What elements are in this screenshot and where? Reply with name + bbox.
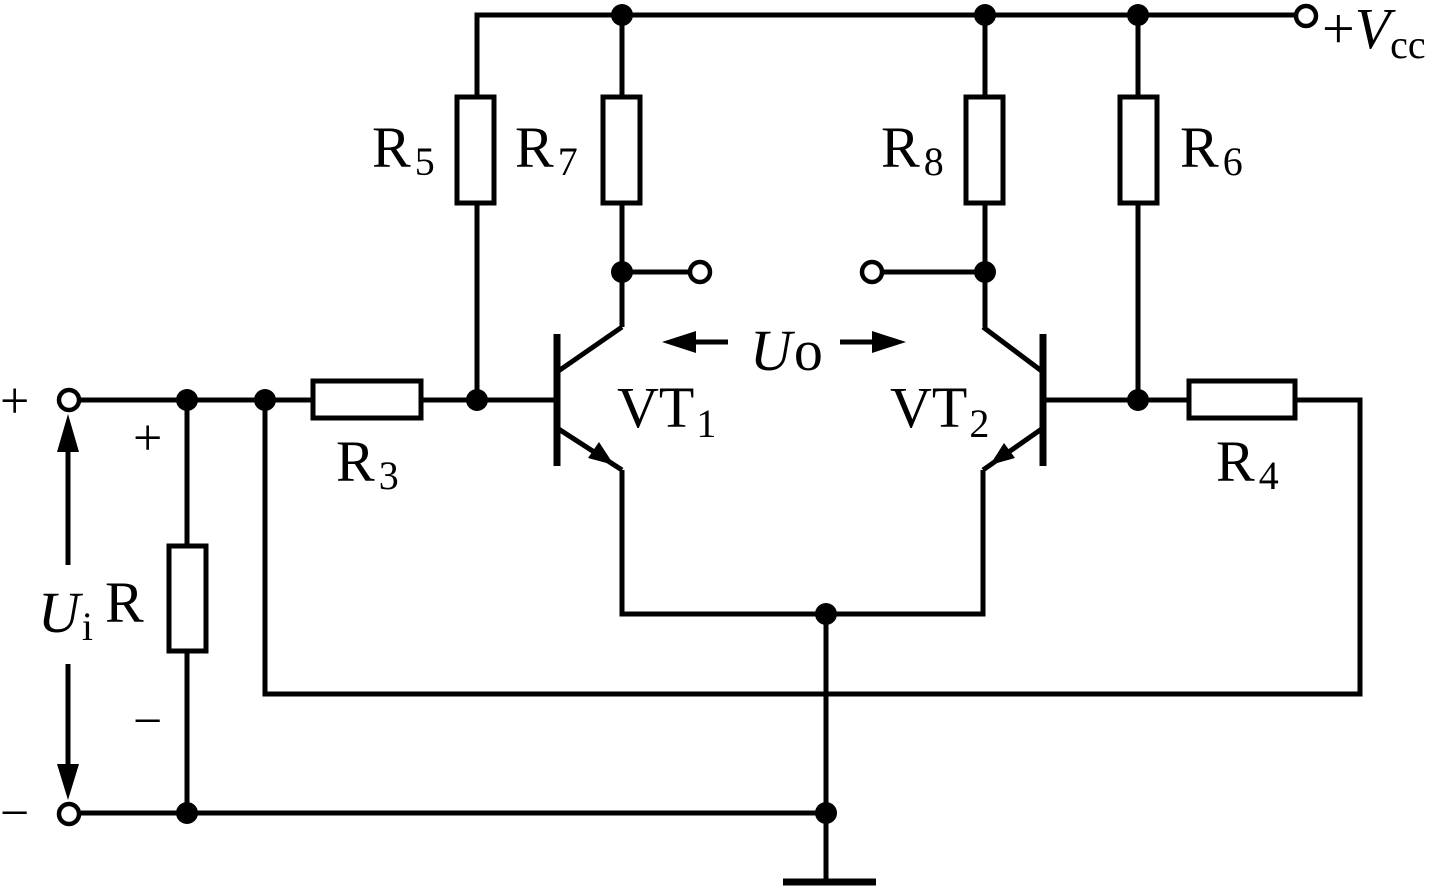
resistor-r	[166, 543, 209, 654]
uo-arrows	[662, 331, 906, 353]
resistor-r6	[1117, 94, 1160, 206]
junction-dot	[815, 603, 837, 625]
vt2-label: VT2	[890, 375, 989, 446]
junction-dot	[1127, 389, 1149, 411]
resistor-r5	[454, 94, 497, 206]
resistor-r8	[963, 94, 1006, 206]
ui-arrows	[57, 414, 79, 800]
terminals	[56, 3, 1319, 827]
input-voltage-label: Ui	[38, 580, 93, 649]
resistor-r4	[1186, 378, 1298, 421]
junction-dot	[611, 4, 633, 26]
resistor-r7	[600, 94, 643, 206]
output-terminal-1	[687, 259, 713, 285]
junction-dot	[254, 389, 276, 411]
r-label: R	[105, 570, 144, 635]
ui-up-arrow-head	[57, 414, 79, 452]
vt2-collector	[981, 325, 1045, 374]
junctions	[176, 4, 1149, 824]
vcc-terminal	[1293, 3, 1319, 29]
r-plus-sign: +	[133, 410, 162, 467]
vcc-label: +Vcc	[1322, 0, 1426, 67]
r-minus-sign: −	[133, 693, 162, 750]
junction-dot	[466, 389, 488, 411]
junction-dot	[815, 802, 837, 824]
vt1-label: VT1	[617, 375, 716, 446]
vt2-emitter-arrow	[990, 443, 1015, 465]
resistor-r3	[310, 378, 424, 421]
emitter-loop	[619, 470, 986, 617]
junction-dot	[611, 261, 633, 283]
input-terminal-plus	[56, 387, 82, 413]
transistor-vt1	[553, 324, 624, 473]
output-voltage-label: Uo	[750, 318, 823, 383]
supply-rail	[474, 12, 1296, 400]
wires	[81, 12, 1363, 886]
uo-left-arrow-head	[662, 331, 696, 353]
input-minus-sign: −	[0, 785, 29, 842]
junction-dot	[176, 802, 198, 824]
vt2-base-line	[262, 397, 1363, 697]
transistor-vt2	[981, 325, 1047, 473]
uo-right-arrow-head	[872, 331, 906, 353]
ui-down-arrow-head	[57, 764, 79, 800]
junction-dot	[974, 261, 996, 283]
junction-dot	[1127, 4, 1149, 26]
vt1-collector	[555, 324, 624, 375]
output-terminal-2	[859, 259, 885, 285]
vt1-emitter-arrow	[588, 442, 614, 465]
input-plus-sign: +	[0, 373, 29, 430]
input-terminal-minus	[56, 801, 82, 827]
resistor-bodies	[166, 94, 1298, 654]
junction-dot	[974, 4, 996, 26]
junction-dot	[176, 389, 198, 411]
